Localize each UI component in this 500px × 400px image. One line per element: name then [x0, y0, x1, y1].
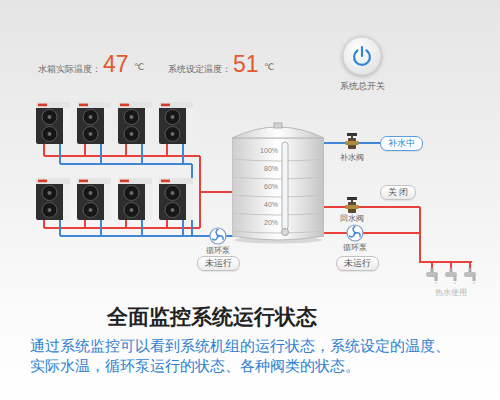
- pump-label: 循环泵: [343, 243, 367, 253]
- pump-label: 循环泵: [206, 246, 230, 256]
- status-button: 补水中: [380, 136, 423, 151]
- level-mark: 100%: [234, 146, 278, 155]
- hot-water-pipe: [44, 144, 232, 228]
- valve-label: 回水阀: [340, 214, 364, 224]
- pump-symbol: [210, 228, 226, 244]
- level-mark: 40%: [234, 200, 278, 209]
- temperature-value: 47: [103, 53, 129, 76]
- power-switch: 系统总开关: [340, 36, 385, 92]
- tank-outline: [232, 120, 324, 244]
- field-label: 水箱实际温度：: [38, 64, 101, 75]
- unit-label: ℃: [264, 62, 274, 73]
- valve-symbol: [346, 197, 359, 213]
- heat-pump-unit: [36, 102, 70, 144]
- heat-pump-unit: [36, 178, 70, 220]
- faucet-symbol: [464, 268, 476, 284]
- status-button: 关 闭: [380, 185, 416, 200]
- level-mark: 20%: [234, 218, 278, 227]
- power-button: [342, 36, 382, 76]
- status-text: 未运行: [344, 258, 371, 268]
- pump-symbol: [347, 225, 363, 241]
- field-label: 系统设定温度：: [168, 64, 231, 75]
- water-tank: 100% 80% 60% 40% 20%: [232, 120, 324, 244]
- switch-label: 系统总开关: [340, 81, 385, 92]
- status-text: 关 闭: [388, 187, 408, 197]
- supply-pipe: [324, 207, 472, 268]
- faucet-symbol: [426, 268, 438, 284]
- heat-pump-unit: [159, 178, 193, 220]
- unit-label: ℃: [134, 62, 144, 73]
- level-mark: 80%: [234, 164, 278, 173]
- valve-label: 补水阀: [340, 153, 364, 163]
- outlet-label: 热水使用: [435, 288, 467, 298]
- level-mark: 60%: [234, 182, 278, 191]
- status-button: 未运行: [336, 256, 379, 271]
- diagram-caption: 通过系统监控可以看到系统机组的运行状态，系统设定的温度、实际水温，循环泵运行的状…: [30, 336, 460, 376]
- valve-symbol: [346, 133, 359, 149]
- status-button: 未运行: [197, 256, 240, 271]
- heat-pump-unit: [77, 178, 111, 220]
- heat-pump-unit: [118, 102, 152, 144]
- heat-pump-unit: [77, 102, 111, 144]
- cold-water-pipe: [60, 144, 233, 236]
- status-text: 补水中: [388, 138, 415, 148]
- status-text: 未运行: [205, 258, 232, 268]
- heat-pump-unit: [159, 102, 193, 144]
- heat-pump-unit: [118, 178, 152, 220]
- temperature-value: 51: [233, 53, 259, 76]
- faucet-symbol: [445, 268, 457, 284]
- diagram-title: 全面监控系统运行状态: [0, 304, 424, 330]
